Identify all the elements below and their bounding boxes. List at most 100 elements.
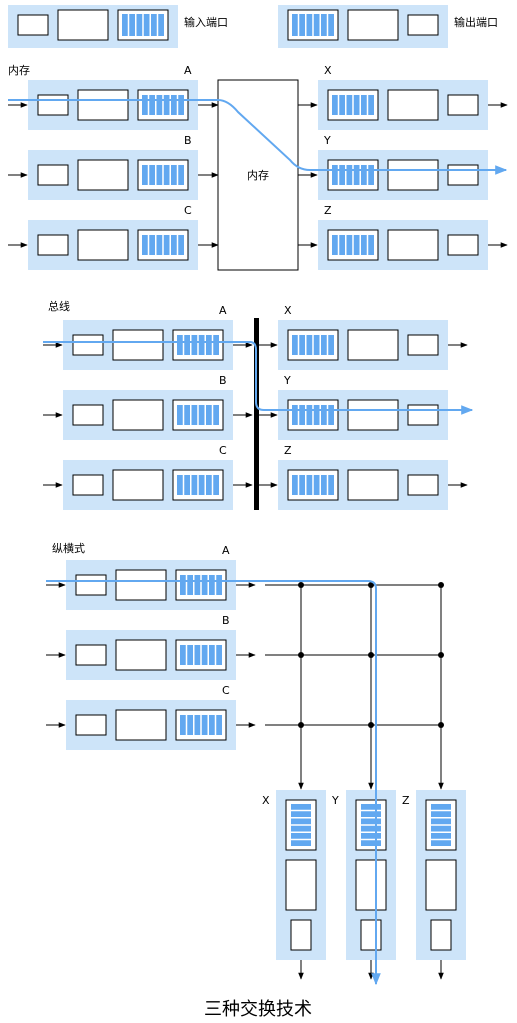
queued-packet xyxy=(291,804,311,810)
queued-packet xyxy=(143,14,150,36)
queue-bars xyxy=(431,804,451,846)
queued-packet xyxy=(180,645,186,665)
queued-packet xyxy=(332,165,338,185)
queued-packet xyxy=(361,165,367,185)
bus-output-port-z xyxy=(278,460,448,510)
queued-packet xyxy=(177,335,183,355)
queue-bars xyxy=(177,405,219,425)
bus-output-label-y: Y xyxy=(283,374,291,387)
queued-packet xyxy=(291,811,311,817)
crossbar-output-port-y xyxy=(346,790,396,960)
queued-packet xyxy=(339,95,345,115)
bus-input-label-b: B xyxy=(219,374,227,387)
bus-path-a-to-y xyxy=(43,341,474,415)
queued-packet xyxy=(180,575,186,595)
crossbar-input-label-a: A xyxy=(222,544,230,557)
queued-packet xyxy=(431,840,451,846)
queued-packet xyxy=(213,335,219,355)
queued-packet xyxy=(213,405,219,425)
crossbar-output-port-z xyxy=(416,790,466,960)
memory-switch-section: 内存 A B C xyxy=(8,63,508,271)
queued-packet xyxy=(368,95,374,115)
queued-packet xyxy=(328,475,334,495)
queued-packet xyxy=(353,165,360,185)
queued-packet xyxy=(346,95,353,115)
crossbar-path-a-to-y xyxy=(46,580,381,986)
queue-bars xyxy=(142,95,184,115)
queued-packet xyxy=(339,235,345,255)
memory-input-label-b: B xyxy=(184,134,192,147)
queued-packet xyxy=(328,335,334,355)
queued-packet xyxy=(431,825,451,832)
queued-packet xyxy=(213,475,219,495)
queued-packet xyxy=(368,165,374,185)
memory-output-label-x: X xyxy=(324,64,332,77)
queued-packet xyxy=(191,335,198,355)
queued-packet xyxy=(201,575,208,595)
queued-packet xyxy=(306,405,313,425)
queued-packet xyxy=(201,715,208,735)
queued-packet xyxy=(187,715,193,735)
queued-packet xyxy=(291,840,311,846)
queued-packet xyxy=(171,235,177,255)
bus-input-port-b xyxy=(63,390,233,440)
queued-packet xyxy=(136,14,143,36)
bus-output-label-z: Z xyxy=(284,444,292,457)
queued-packet xyxy=(206,475,212,495)
memory-input-port-b xyxy=(28,150,198,200)
queue-bars xyxy=(292,14,334,36)
bus-input-port-c xyxy=(63,460,233,510)
queued-packet xyxy=(178,165,184,185)
queued-packet xyxy=(361,833,381,839)
queued-packet xyxy=(306,475,313,495)
queued-packet xyxy=(151,14,157,36)
queued-packet xyxy=(198,335,205,355)
queue-bars xyxy=(361,804,381,846)
queued-packet xyxy=(291,825,311,832)
queued-packet xyxy=(163,95,170,115)
memory-input-port-c xyxy=(28,220,198,270)
queued-packet xyxy=(149,95,155,115)
queued-packet xyxy=(142,235,148,255)
memory-input-label-a: A xyxy=(184,64,192,77)
queued-packet xyxy=(216,575,222,595)
queued-packet xyxy=(206,405,212,425)
bus-output-label-x: X xyxy=(284,304,292,317)
queued-packet xyxy=(171,95,177,115)
queued-packet xyxy=(313,335,320,355)
queued-packet xyxy=(313,14,320,36)
queued-packet xyxy=(194,575,201,595)
queued-packet xyxy=(299,14,305,36)
queued-packet xyxy=(156,95,163,115)
diagram-caption: 三种交换技术 xyxy=(204,999,312,1020)
queue-bars xyxy=(332,95,374,115)
queued-packet xyxy=(209,575,215,595)
queued-packet xyxy=(291,833,311,839)
queued-packet xyxy=(149,165,155,185)
queued-packet xyxy=(306,14,313,36)
crossbar-input-label-c: C xyxy=(222,684,230,697)
queued-packet xyxy=(299,475,305,495)
queue-bars xyxy=(177,475,219,495)
queued-packet xyxy=(292,14,298,36)
queued-packet xyxy=(206,335,212,355)
queued-packet xyxy=(361,95,367,115)
queued-packet xyxy=(332,95,338,115)
queued-packet xyxy=(299,405,305,425)
queued-packet xyxy=(328,405,334,425)
crossbar-switch-section: 纵横式 A B C xyxy=(46,541,466,986)
queued-packet xyxy=(191,475,198,495)
bus-bar xyxy=(254,318,259,510)
queue-bars xyxy=(292,405,334,425)
bus-output-port-y xyxy=(278,390,448,440)
crossbar-grid xyxy=(265,584,442,785)
queued-packet xyxy=(431,811,451,817)
queue-bars xyxy=(180,575,222,595)
memory-output-label-y: Y xyxy=(323,134,331,147)
queued-packet xyxy=(178,235,184,255)
queued-packet xyxy=(292,405,298,425)
queue-bars xyxy=(180,645,222,665)
queued-packet xyxy=(299,335,305,355)
bus-output-port-x xyxy=(278,320,448,370)
queued-packet xyxy=(142,95,148,115)
